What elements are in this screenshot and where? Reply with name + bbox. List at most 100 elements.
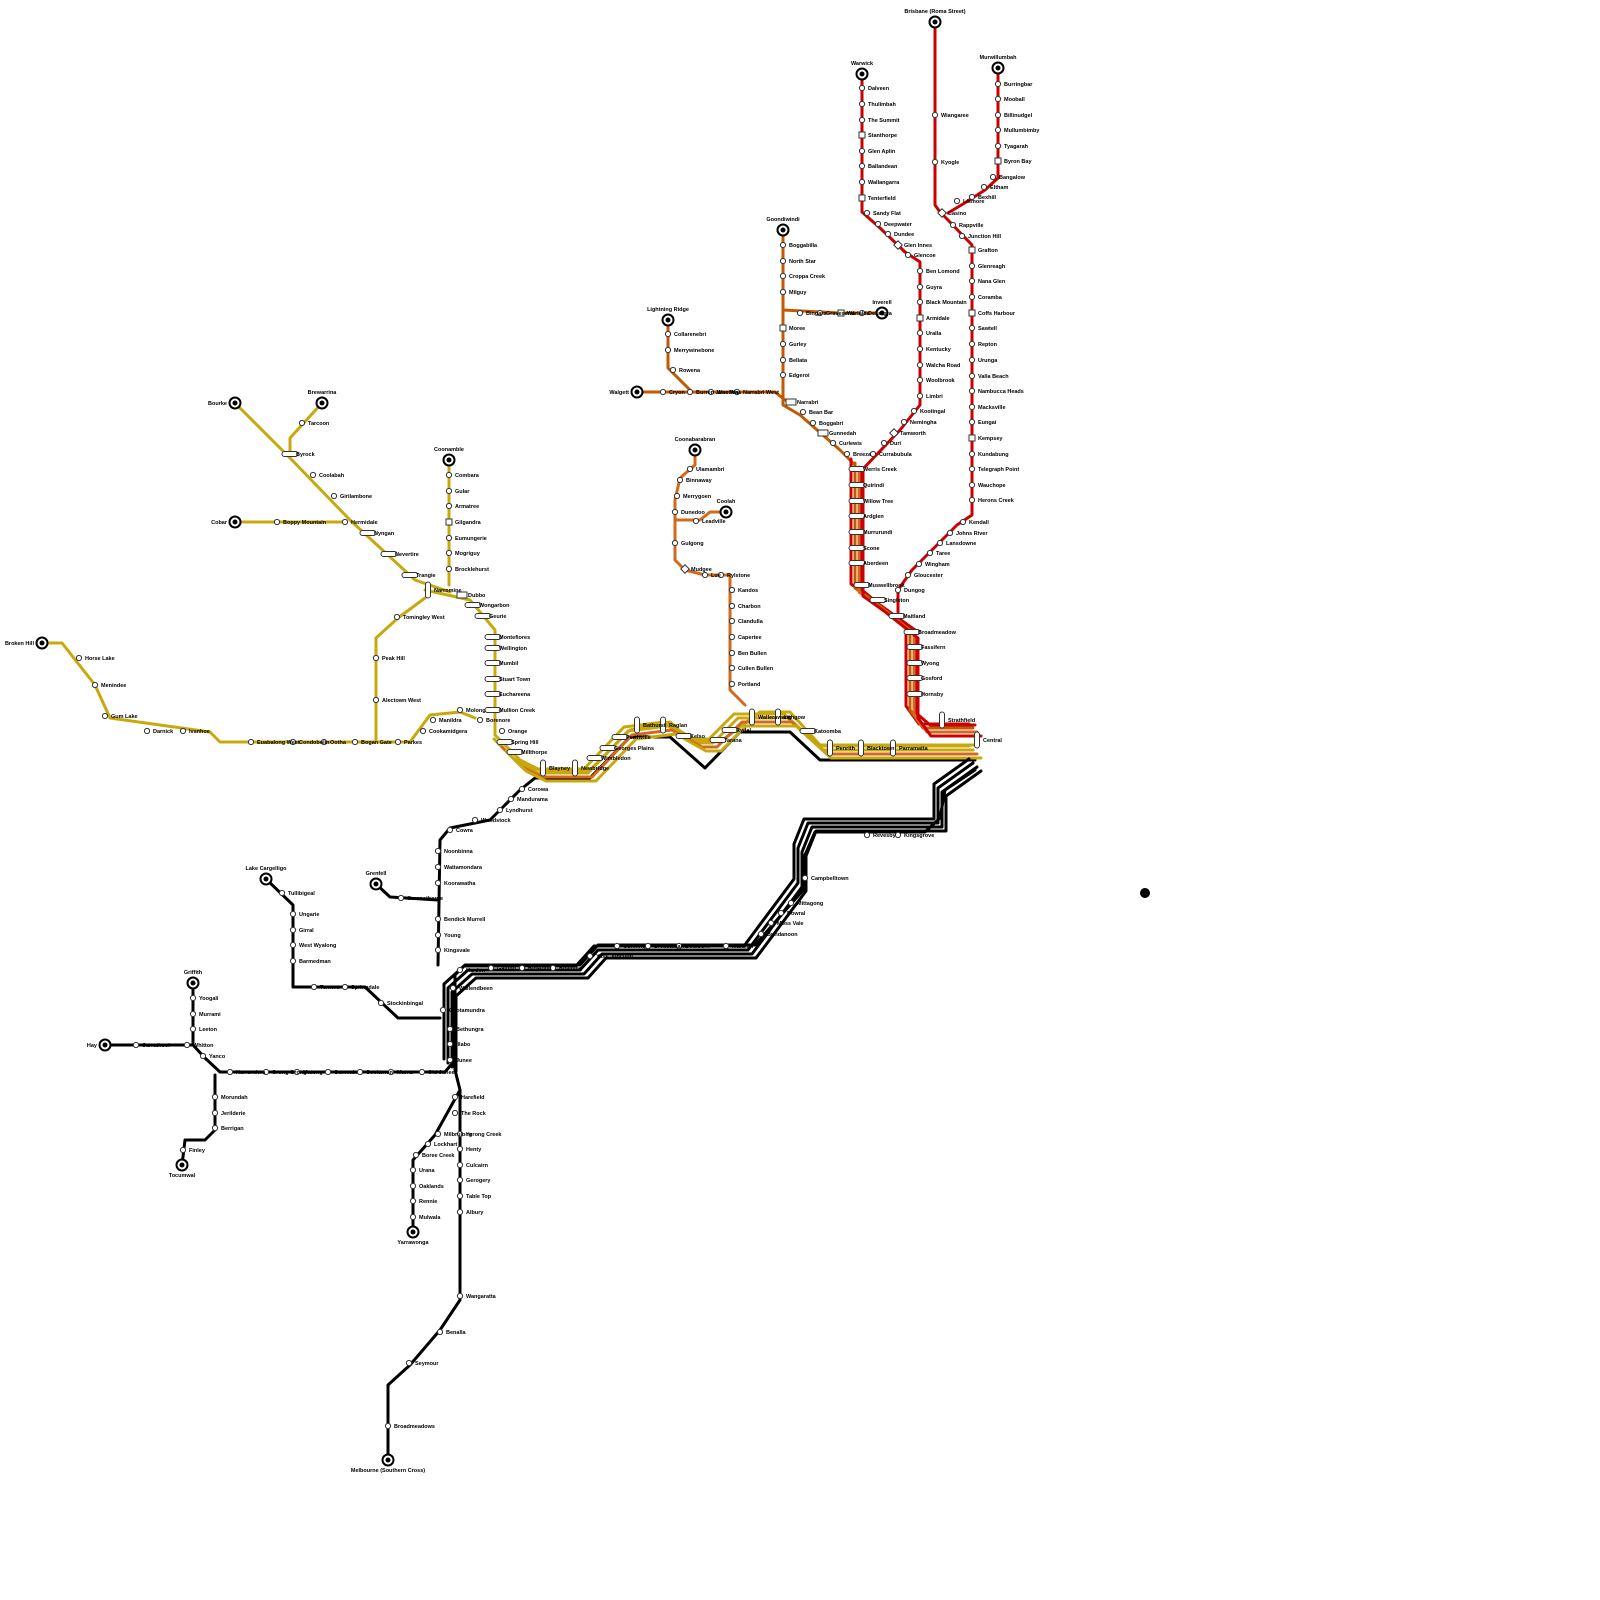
station-marker-warialda[interactable] [837, 309, 845, 317]
station-marker-corowa[interactable] [518, 785, 526, 793]
station-marker-lightning-ridge[interactable] [661, 313, 675, 327]
station-marker-boggabilla[interactable] [779, 241, 787, 249]
station-marker-alectown-west[interactable] [372, 696, 380, 704]
station-marker-urana[interactable] [409, 1166, 417, 1174]
station-marker-nana-glen[interactable] [968, 277, 976, 285]
station-marker-dalveen[interactable] [858, 84, 866, 92]
station-marker-bendick-murrell[interactable] [434, 915, 442, 923]
station-marker-harden[interactable] [456, 966, 464, 974]
station-marker-stuart-town[interactable] [484, 676, 502, 682]
station-marker-grafton[interactable] [968, 246, 976, 254]
station-marker-yoogali[interactable] [189, 994, 197, 1002]
station-marker-hermidale[interactable] [341, 518, 349, 526]
station-marker-walcha-road[interactable] [916, 361, 924, 369]
station-marker-marulan[interactable] [722, 942, 730, 950]
station-marker-dungog[interactable] [894, 586, 902, 594]
station-marker-ganmain[interactable] [324, 1068, 332, 1076]
station-marker-campbelltown[interactable] [801, 874, 809, 882]
station-marker-kelso[interactable] [675, 733, 693, 739]
station-marker-eltham[interactable] [980, 183, 988, 191]
station-marker-inverell[interactable] [875, 306, 889, 320]
station-marker-rydal[interactable] [721, 727, 739, 733]
station-marker-maitland[interactable] [888, 613, 906, 619]
station-marker-parramatta[interactable] [890, 739, 896, 757]
station-marker-leeton[interactable] [189, 1025, 197, 1033]
station-marker-montefiores[interactable] [484, 634, 502, 640]
station-marker-the-summit[interactable] [858, 116, 866, 124]
station-marker-wellington[interactable] [484, 645, 502, 651]
station-marker-euabalong-west[interactable] [247, 738, 255, 746]
station-marker-condobolin[interactable] [289, 738, 297, 746]
station-marker-mandurama[interactable] [507, 795, 515, 803]
station-marker-morundah[interactable] [211, 1093, 219, 1101]
station-marker-horse-lake[interactable] [75, 654, 83, 662]
station-marker-warwick[interactable] [855, 67, 869, 81]
station-marker-ben-bullen[interactable] [728, 649, 736, 657]
station-marker-rowena[interactable] [669, 366, 677, 374]
station-marker-milguy[interactable] [779, 288, 787, 296]
station-marker-mullumbimby[interactable] [994, 126, 1002, 134]
station-marker-the-rock[interactable] [451, 1109, 459, 1117]
station-marker-gerogery[interactable] [456, 1176, 464, 1184]
station-marker-euchareena[interactable] [484, 691, 502, 697]
station-marker-cookamidgera[interactable] [419, 727, 427, 735]
station-marker-eumungerie[interactable] [445, 534, 453, 542]
station-marker-walgett[interactable] [630, 385, 644, 399]
station-marker-coonabarabran[interactable] [688, 443, 702, 457]
station-marker-kempsey[interactable] [968, 434, 976, 442]
station-marker-coolamon[interactable] [356, 1068, 364, 1076]
station-marker-kendall[interactable] [959, 518, 967, 526]
station-marker-muswellbrook[interactable] [853, 582, 871, 588]
station-marker-tocumwal[interactable] [175, 1158, 189, 1172]
station-marker-ivanhoe[interactable] [179, 727, 187, 735]
station-marker-burringbar[interactable] [994, 80, 1002, 88]
station-marker-culcairn[interactable] [456, 1161, 464, 1169]
station-marker-mumbil[interactable] [484, 660, 502, 666]
station-marker-gilgandra[interactable] [445, 518, 453, 526]
station-marker-gravesend[interactable] [816, 309, 824, 317]
station-marker-ben-lomond[interactable] [916, 267, 924, 275]
station-marker-mooball[interactable] [994, 95, 1002, 103]
station-marker-revesby[interactable] [863, 831, 871, 839]
station-marker-coffs-harbour[interactable] [968, 309, 976, 317]
station-marker-lithgow[interactable] [775, 708, 781, 726]
station-marker-katoomba[interactable] [799, 728, 817, 734]
station-marker-kyogle[interactable] [931, 158, 939, 166]
station-marker-glen-innes[interactable] [893, 240, 903, 250]
station-marker-table-top[interactable] [456, 1192, 464, 1200]
station-marker-casino[interactable] [937, 208, 947, 218]
station-marker-hay[interactable] [98, 1038, 112, 1052]
station-marker-thulimbah[interactable] [858, 100, 866, 108]
station-marker-gulgong[interactable] [671, 539, 679, 547]
station-marker-borenore[interactable] [476, 716, 484, 724]
station-marker-glen-aplin[interactable] [858, 147, 866, 155]
station-marker-goulburn[interactable] [675, 942, 683, 950]
station-marker-merrygoen[interactable] [673, 492, 681, 500]
station-marker-yarrawonga[interactable] [406, 1225, 420, 1239]
station-marker-rennie[interactable] [409, 1197, 417, 1205]
station-marker-boggabri[interactable] [809, 419, 817, 427]
station-marker-currabubula[interactable] [869, 450, 877, 458]
station-marker-mogriguy[interactable] [445, 549, 453, 557]
station-marker-broadmeadows[interactable] [384, 1422, 392, 1430]
station-marker-murrurundi[interactable] [848, 529, 866, 535]
station-marker-millthorpe[interactable] [506, 749, 524, 755]
station-marker-fassifern[interactable] [906, 644, 924, 650]
station-marker-lockhart[interactable] [424, 1140, 432, 1148]
station-marker-tyagarah[interactable] [994, 142, 1002, 150]
station-marker-urunga[interactable] [968, 356, 976, 364]
station-marker-young[interactable] [434, 931, 442, 939]
station-marker-gunnedah[interactable] [817, 429, 829, 437]
station-marker-ardglen[interactable] [848, 513, 866, 519]
station-marker-parkes[interactable] [394, 738, 402, 746]
station-marker-cowra[interactable] [446, 826, 454, 834]
station-marker-boppy-mountain[interactable] [273, 518, 281, 526]
station-marker-binalong[interactable] [518, 964, 526, 972]
station-marker-kingsvale[interactable] [434, 946, 442, 954]
station-marker-bourke[interactable] [228, 396, 242, 410]
station-marker-sandy-flat[interactable] [863, 209, 871, 217]
station-marker-lyndhurst[interactable] [496, 806, 504, 814]
station-marker-glenreagh[interactable] [968, 262, 976, 270]
station-marker-stanthorpe[interactable] [858, 131, 866, 139]
station-marker-raglan[interactable] [660, 716, 666, 734]
